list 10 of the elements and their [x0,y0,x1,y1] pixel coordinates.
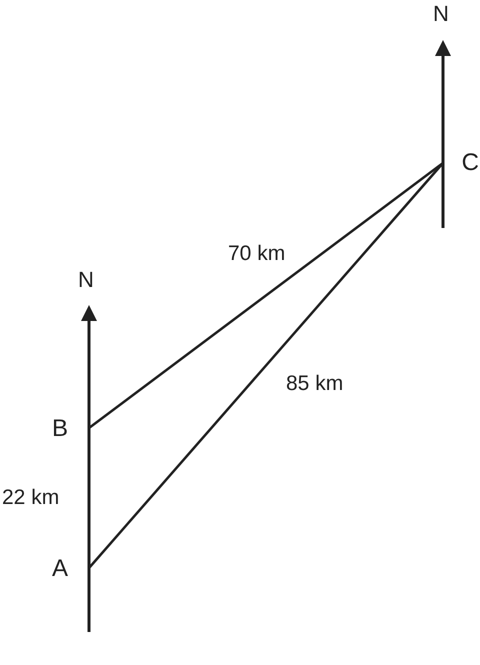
point-label: B [52,416,89,442]
connector-line [88,162,444,429]
connector-line [88,162,444,569]
north-label: N [78,268,94,292]
edge-label: 22 km [2,486,60,510]
point-label: C [443,150,479,176]
edge-label: 85 km [286,372,344,396]
point-label: A [52,556,89,582]
edge-label: 70 km [228,242,286,266]
north-label: N [433,2,449,26]
